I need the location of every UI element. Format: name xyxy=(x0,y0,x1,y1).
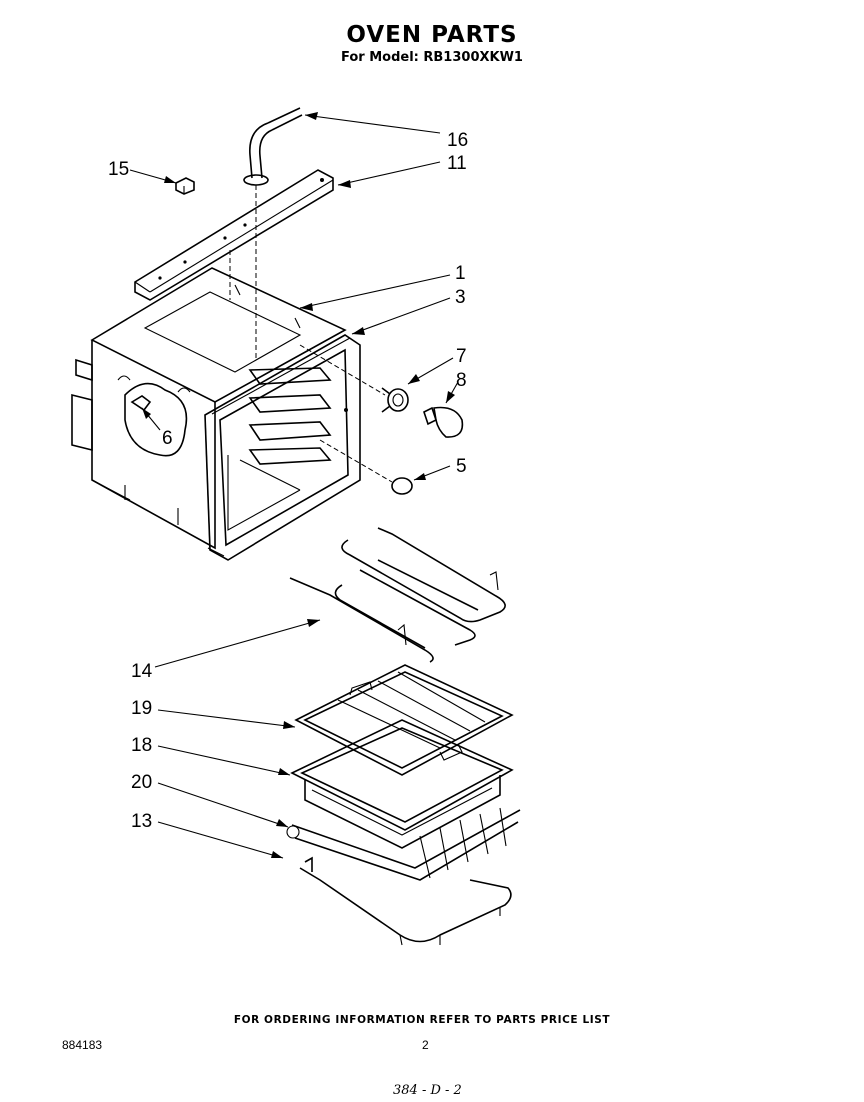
front-frame-part xyxy=(204,334,361,561)
model-subtitle: For Model: RB1300XKW1 xyxy=(341,50,523,65)
oven-rack-part xyxy=(286,807,521,881)
callout-20: 20 xyxy=(131,772,152,793)
callout-6: 6 xyxy=(162,428,173,449)
page-number: 2 xyxy=(422,1038,429,1052)
lamp-socket-part xyxy=(299,344,409,413)
broiler-pan-part xyxy=(290,719,514,849)
hole-plug-part xyxy=(319,439,413,495)
ordering-note: FOR ORDERING INFORMATION REFER TO PARTS … xyxy=(233,1014,611,1026)
document-number: 884183 xyxy=(62,1038,103,1052)
bracket-part xyxy=(134,169,334,301)
vent-tube-part xyxy=(243,107,303,360)
callout-13: 13 xyxy=(131,811,152,832)
bake-element-part xyxy=(289,527,506,663)
callout-18: 18 xyxy=(131,735,152,756)
callout-19: 19 xyxy=(131,698,152,719)
handwritten-note: 384 - D - 2 xyxy=(393,1083,462,1098)
page-title: OVEN PARTS xyxy=(346,22,518,48)
callout-1: 1 xyxy=(455,263,466,284)
callout-8: 8 xyxy=(456,370,467,391)
callout-3: 3 xyxy=(455,287,466,308)
light-bulb-part xyxy=(423,406,464,438)
callout-11: 11 xyxy=(447,153,467,174)
callout-5: 5 xyxy=(456,456,467,477)
rack-support-part xyxy=(299,856,512,946)
callout-15: 15 xyxy=(108,159,129,180)
broiler-grid-part xyxy=(294,664,514,776)
oven-cavity-part xyxy=(71,267,347,550)
callout-7: 7 xyxy=(456,346,467,367)
leader-lines xyxy=(129,112,459,859)
callout-16: 16 xyxy=(447,130,468,151)
callout-14: 14 xyxy=(131,661,153,682)
clip-part xyxy=(175,177,195,195)
